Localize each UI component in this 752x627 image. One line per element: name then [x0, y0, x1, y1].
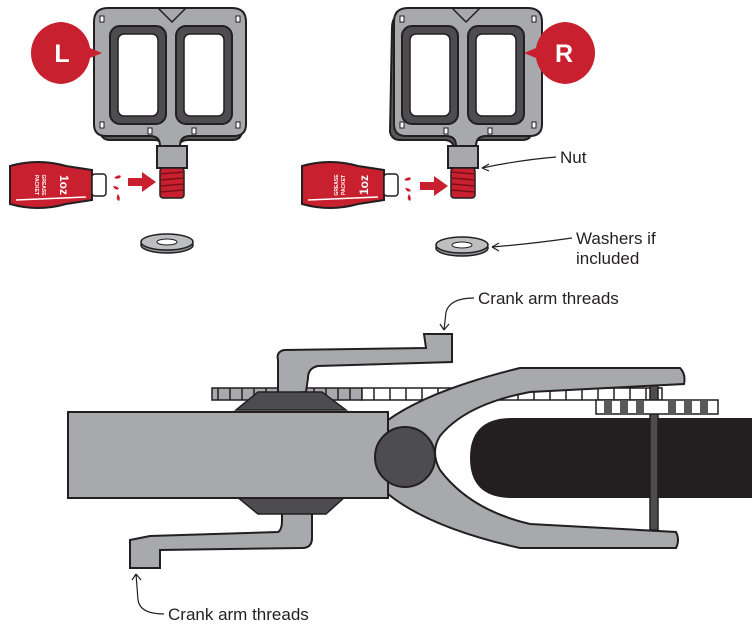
left-grease-drops [113, 175, 121, 201]
left-grease-packet: 1oz GREASE PACKET [9, 161, 107, 209]
washers-label-line2: included [576, 249, 639, 268]
crank-top-label: Crank arm threads [478, 289, 619, 308]
left-packet-line1: GREASE [40, 174, 46, 196]
left-badge-letter: L [54, 40, 69, 68]
crank-top-leader-line [443, 297, 475, 331]
left-packet-size: 1oz [57, 175, 71, 195]
top-crank-arm [276, 333, 453, 396]
left-spindle-threads [159, 167, 185, 199]
right-spindle-threads [450, 167, 476, 199]
rear-cog [595, 379, 719, 531]
nut [447, 145, 479, 169]
right-grease-packet: 1oz GREASE PACKET [301, 161, 399, 209]
washers-leader-line [491, 237, 573, 248]
down-tube [67, 411, 389, 499]
left-pedal [93, 7, 247, 199]
nut-leader-line [481, 156, 557, 169]
right-pedal [388, 7, 543, 199]
crank-bottom-label: Crank arm threads [168, 605, 309, 624]
left-washer [140, 233, 194, 254]
rear-tire [470, 418, 752, 498]
washers-label-line1: Washers if [576, 229, 656, 248]
bottom-bracket-axle [374, 426, 436, 488]
right-badge: R [524, 21, 596, 84]
crank-bottom-leader-line [135, 573, 165, 615]
left-arrow [128, 172, 156, 192]
nut-label: Nut [560, 148, 587, 167]
right-packet-line2: PACKET [341, 175, 347, 195]
right-arrow [420, 176, 448, 196]
right-badge-letter: R [555, 40, 573, 68]
right-packet-line1: GREASE [334, 174, 340, 196]
left-badge: L [30, 21, 102, 85]
right-packet-size: 1oz [357, 175, 371, 195]
bottom-bracket-top [233, 391, 349, 411]
bottom-crank-arm [129, 508, 313, 569]
left-packet-line2: PACKET [33, 175, 39, 195]
right-washer [435, 236, 489, 257]
right-grease-drops [404, 177, 411, 201]
